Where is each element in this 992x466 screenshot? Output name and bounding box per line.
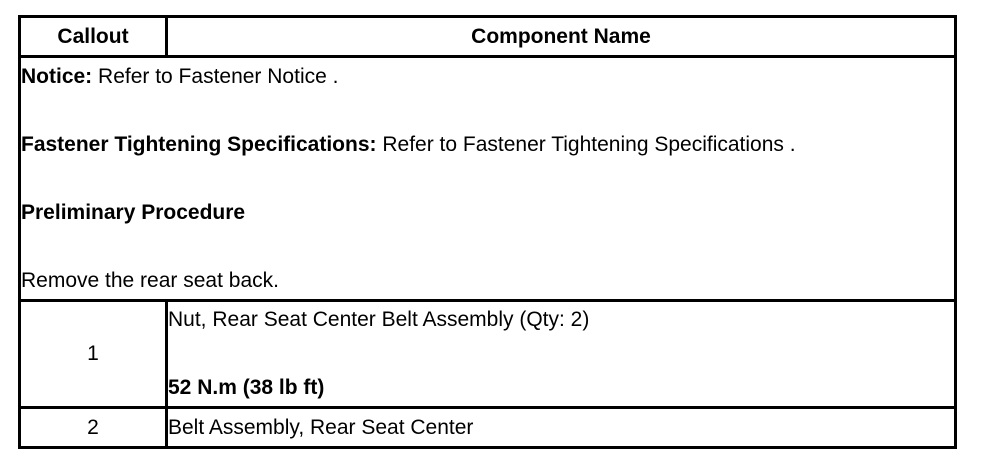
table-header-row: Callout Component Name — [18, 15, 957, 58]
component-name-cell: Belt Assembly, Rear Seat Center — [165, 406, 957, 449]
prelim-heading-text: Preliminary Procedure — [21, 200, 246, 224]
notice-label: Notice: — [21, 64, 93, 88]
table-row: 2 Belt Assembly, Rear Seat Center — [18, 406, 957, 449]
spec-label: Fastener Tightening Specifications: — [21, 132, 377, 156]
prelim-step: Remove the rear seat back. — [21, 268, 279, 292]
component-name-cell: Nut, Rear Seat Center Belt Assembly (Qty… — [165, 299, 957, 409]
callout-cell: 2 — [18, 406, 168, 449]
intro-row: Notice: Refer to Fastener Notice . Faste… — [18, 55, 957, 302]
component-name-text: Nut, Rear Seat Center Belt Assembly (Qty… — [168, 308, 590, 331]
intro-cell: Notice: Refer to Fastener Notice . Faste… — [18, 55, 957, 302]
notice-text: Refer to Fastener Notice . — [92, 64, 339, 88]
notice-line: Notice: Refer to Fastener Notice . — [21, 60, 954, 94]
component-table: Callout Component Name Notice: Refer to … — [18, 15, 957, 449]
component-name-column-header: Component Name — [165, 15, 957, 58]
spec-text: Refer to Fastener Tightening Specificati… — [376, 132, 796, 156]
callout-cell: 1 — [18, 299, 168, 409]
prelim-heading: Preliminary Procedure — [21, 196, 954, 230]
spec-line: Fastener Tightening Specifications: Refe… — [21, 128, 954, 162]
torque-spec: 52 N.m (38 lb ft) — [168, 376, 325, 399]
callout-column-header: Callout — [18, 15, 168, 58]
table-row: 1 Nut, Rear Seat Center Belt Assembly (Q… — [18, 299, 957, 409]
